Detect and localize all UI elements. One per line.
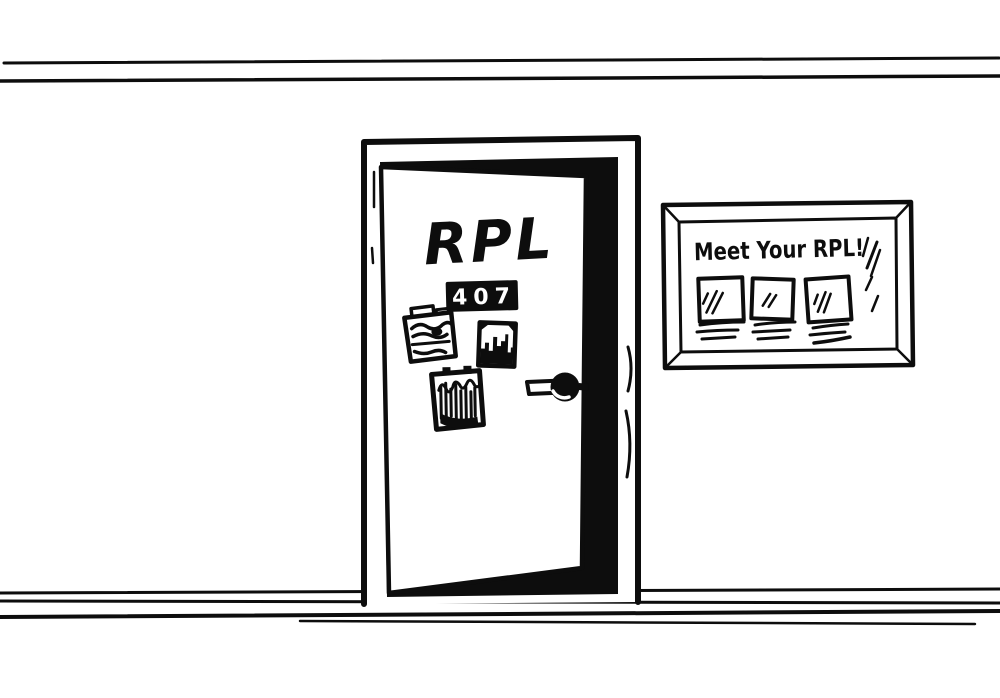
room-number-plate-bg: [445, 280, 519, 312]
photo-glare-slash: [816, 290, 827, 313]
bevel-bottom-left: [663, 350, 683, 370]
door-panel: [378, 164, 589, 596]
wall-line-upper: [2, 56, 1000, 65]
handle-knob-highlight: [551, 389, 571, 400]
photo-glare-slash: [761, 292, 772, 307]
board-glare-slashes: [861, 236, 882, 313]
board-frame-bevels: [661, 200, 915, 370]
wall-line-lower: [0, 74, 1000, 83]
bulletin-board: Meet Your RPL!: [660, 199, 916, 371]
striped-flyer-smudge: [440, 413, 479, 429]
caption-scribble: [700, 335, 737, 341]
photo-glare-slash: [705, 289, 718, 314]
flyer-ink-blob: [431, 327, 443, 336]
floor-line-4: [298, 619, 977, 626]
frame-shading-upper: [626, 345, 633, 393]
skyline-corner-mark-left: [479, 322, 491, 332]
photo-glare-slash: [767, 293, 778, 309]
frame-shading-lower: [624, 409, 632, 479]
glare-slash: [870, 294, 880, 313]
photo-glare-slash: [711, 291, 725, 315]
glare-slash: [861, 236, 870, 258]
stripe: [469, 390, 473, 425]
bevel-bottom-right: [895, 347, 915, 367]
caption-scribble: [698, 320, 746, 327]
caption-scribble: [756, 335, 790, 341]
handle-latch: [579, 383, 589, 391]
striped-flyer-clip-right: [463, 365, 472, 374]
room-number-plate: 407: [445, 280, 519, 312]
stripe: [464, 385, 468, 421]
glare-slash: [869, 248, 882, 278]
photo-glare-slash: [813, 293, 819, 306]
caption-scribble: [812, 335, 852, 345]
flyer-scribble-2: [411, 332, 449, 340]
door-handle: [525, 372, 589, 402]
board-photo-1: [696, 275, 746, 324]
wall-trim: [0, 56, 1000, 83]
board-photo-3-caption: [808, 322, 852, 345]
room-number: 407: [452, 284, 517, 311]
caption-scribble: [753, 320, 797, 327]
board-photo-3: [803, 274, 854, 325]
poster-striped-flyer: [429, 365, 486, 432]
caption-scribble: [808, 330, 847, 337]
flyer-scribble-3: [412, 348, 448, 356]
board-photo-1-caption: [695, 320, 746, 341]
flyer-rule-line: [410, 339, 451, 347]
stripe: [439, 384, 443, 420]
skyline-silhouette: [480, 334, 513, 365]
bevel-top-right: [894, 200, 913, 220]
photo-glare-slash: [822, 292, 832, 314]
board-photo-2-caption: [751, 320, 797, 341]
door-jamb-marks: [370, 170, 633, 479]
skyline-corner-mark-right: [506, 323, 516, 334]
photo-glare-slash: [701, 292, 710, 305]
poster-tabbed-flyer: [402, 304, 458, 364]
caption-scribble: [695, 328, 740, 334]
photo-frame: [696, 275, 746, 324]
caption-scribble: [751, 328, 792, 334]
stripe: [454, 383, 458, 423]
door-label: RPL: [422, 206, 556, 279]
caption-scribble: [811, 322, 850, 330]
jamb-tick-lower: [370, 246, 375, 265]
bevel-top-left: [661, 203, 681, 224]
striped-flyer-stripes: [439, 381, 477, 426]
board-photo-2: [749, 276, 796, 322]
stripe: [459, 389, 463, 426]
door-unit: RPL 407: [361, 135, 641, 607]
poster-skyline-flyer: [475, 320, 518, 369]
floor-line-3: [0, 609, 1000, 619]
striped-flyer-clip-left: [442, 367, 451, 376]
stripe: [444, 381, 448, 424]
board-title: Meet Your RPL!: [694, 234, 865, 266]
glare-slash: [864, 275, 874, 292]
glare-slash: [865, 240, 879, 270]
